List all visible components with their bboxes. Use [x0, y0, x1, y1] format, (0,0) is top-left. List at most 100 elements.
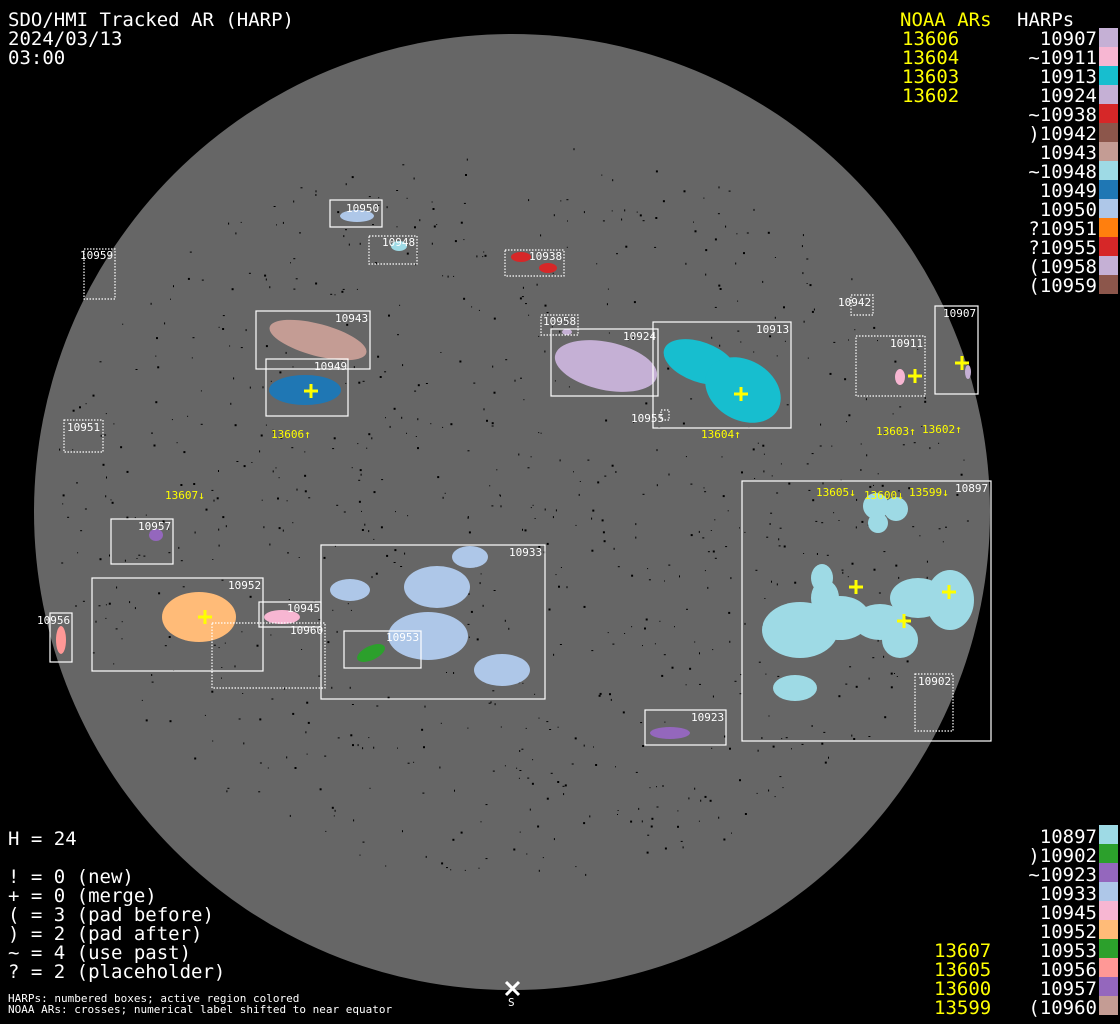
speck: [80, 530, 83, 532]
speck: [534, 518, 536, 519]
harp-box[interactable]: [855, 335, 926, 397]
harp-box[interactable]: [91, 577, 264, 672]
speck: [431, 242, 433, 245]
harp-box[interactable]: [644, 709, 727, 746]
speck: [482, 256, 484, 258]
speck: [757, 442, 759, 444]
speck: [407, 762, 410, 764]
speck: [776, 355, 778, 357]
speck: [376, 705, 379, 707]
harp-box[interactable]: [265, 358, 349, 417]
speck: [662, 200, 665, 203]
speck: [155, 401, 158, 404]
speck: [332, 609, 334, 611]
harp-box[interactable]: [540, 314, 579, 336]
noaa-item: 13599: [934, 997, 992, 1019]
speck: [72, 409, 75, 412]
speck: [343, 235, 345, 238]
speck: [397, 747, 398, 749]
harp-box[interactable]: [934, 305, 979, 395]
speck: [682, 846, 684, 849]
harp-label: 10911: [890, 337, 923, 350]
harp-box[interactable]: [63, 419, 104, 453]
harp-box[interactable]: [49, 612, 73, 663]
speck: [525, 727, 527, 729]
speck: [685, 262, 687, 265]
speck: [564, 784, 567, 787]
speck: [228, 222, 230, 225]
speck: [122, 323, 124, 325]
speck: [182, 586, 185, 588]
south-label: S: [508, 996, 515, 1009]
speck: [105, 617, 107, 619]
speck: [425, 855, 427, 858]
speck: [218, 544, 220, 547]
speck: [774, 257, 776, 258]
speck: [245, 329, 247, 332]
speck: [259, 762, 262, 764]
speck: [621, 218, 623, 221]
harp-legend-item: 10956: [1028, 959, 1097, 981]
speck: [437, 476, 440, 479]
speck: [513, 848, 516, 851]
speck: [526, 853, 528, 855]
speck: [485, 858, 488, 860]
harp-box[interactable]: [741, 480, 992, 742]
speck: [963, 459, 965, 461]
speck: [315, 194, 317, 196]
speck: [168, 528, 170, 530]
speck: [439, 766, 441, 769]
speck: [712, 649, 714, 651]
speck: [596, 263, 598, 265]
harp-box[interactable]: [255, 310, 371, 370]
speck: [609, 693, 611, 696]
speck: [282, 221, 284, 224]
harp-label: 10943: [335, 312, 368, 325]
speck: [425, 383, 428, 384]
harp-box[interactable]: [652, 321, 792, 429]
speck: [921, 426, 923, 427]
speck: [298, 557, 300, 558]
harp-box[interactable]: [343, 630, 422, 669]
speck: [156, 337, 158, 340]
harp-box[interactable]: [83, 248, 116, 300]
region-10950: [340, 210, 374, 222]
speck: [371, 576, 373, 579]
speck: [402, 830, 403, 833]
speck: [100, 434, 102, 437]
speck: [644, 627, 646, 630]
harp-box[interactable]: [368, 235, 418, 265]
status-count-line: + = 0 (merge): [8, 885, 157, 907]
speck: [636, 211, 638, 213]
harp-box[interactable]: [660, 409, 670, 421]
harp-box[interactable]: [211, 622, 326, 689]
speck: [522, 528, 523, 531]
speck: [784, 340, 786, 342]
speck: [380, 526, 383, 529]
speck: [341, 290, 344, 293]
harp-legend-item: 10897: [1028, 826, 1097, 848]
speck: [508, 627, 510, 630]
harp-box[interactable]: [110, 518, 174, 565]
harp-box[interactable]: [550, 328, 659, 397]
harp-box[interactable]: [914, 673, 954, 732]
speck: [216, 497, 219, 500]
speck: [362, 841, 365, 843]
speck: [881, 484, 884, 487]
harp-boxes: [49, 199, 992, 746]
speck: [667, 367, 670, 370]
speck: [711, 747, 713, 749]
speck: [519, 770, 522, 771]
speck: [111, 501, 114, 504]
harp-box[interactable]: [504, 249, 565, 277]
harp-box[interactable]: [329, 199, 383, 228]
speck: [294, 767, 297, 769]
harp-color-swatch: [1099, 920, 1118, 939]
speck: [221, 579, 224, 581]
speck: [851, 562, 854, 565]
speck: [877, 473, 879, 475]
speck: [723, 838, 726, 841]
harp-box[interactable]: [258, 601, 322, 628]
harp-label: 10951: [67, 421, 100, 434]
speck: [639, 214, 642, 217]
